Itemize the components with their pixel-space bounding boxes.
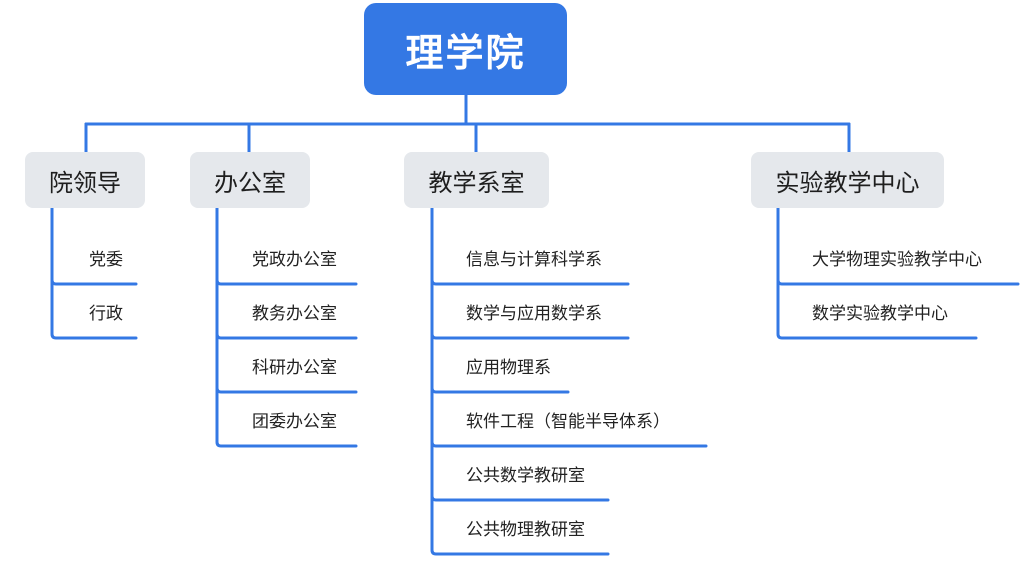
branch-node-departments: 教学系室 [404, 152, 549, 208]
leaf-node: 信息与计算科学系 [466, 250, 602, 270]
leaf-node: 软件工程（智能半导体系） [466, 412, 670, 432]
leaf-node: 团委办公室 [252, 412, 337, 432]
leaf-node: 数学与应用数学系 [466, 304, 602, 324]
leaf-node: 行政 [89, 304, 123, 324]
leaf-node: 应用物理系 [466, 358, 551, 378]
branch-node-leadership: 院领导 [25, 152, 145, 208]
leaf-node: 教务办公室 [252, 304, 337, 324]
root-node: 理学院 [364, 3, 567, 95]
branch-node-lab-center: 实验教学中心 [751, 152, 944, 208]
branch-node-office: 办公室 [190, 152, 310, 208]
leaf-node: 党政办公室 [252, 250, 337, 270]
leaf-node: 科研办公室 [252, 358, 337, 378]
leaf-node: 公共数学教研室 [466, 466, 585, 486]
leaf-node: 数学实验教学中心 [812, 304, 948, 324]
leaf-node: 党委 [89, 250, 123, 270]
leaf-node: 大学物理实验教学中心 [812, 250, 982, 270]
leaf-node: 公共物理教研室 [466, 520, 585, 540]
